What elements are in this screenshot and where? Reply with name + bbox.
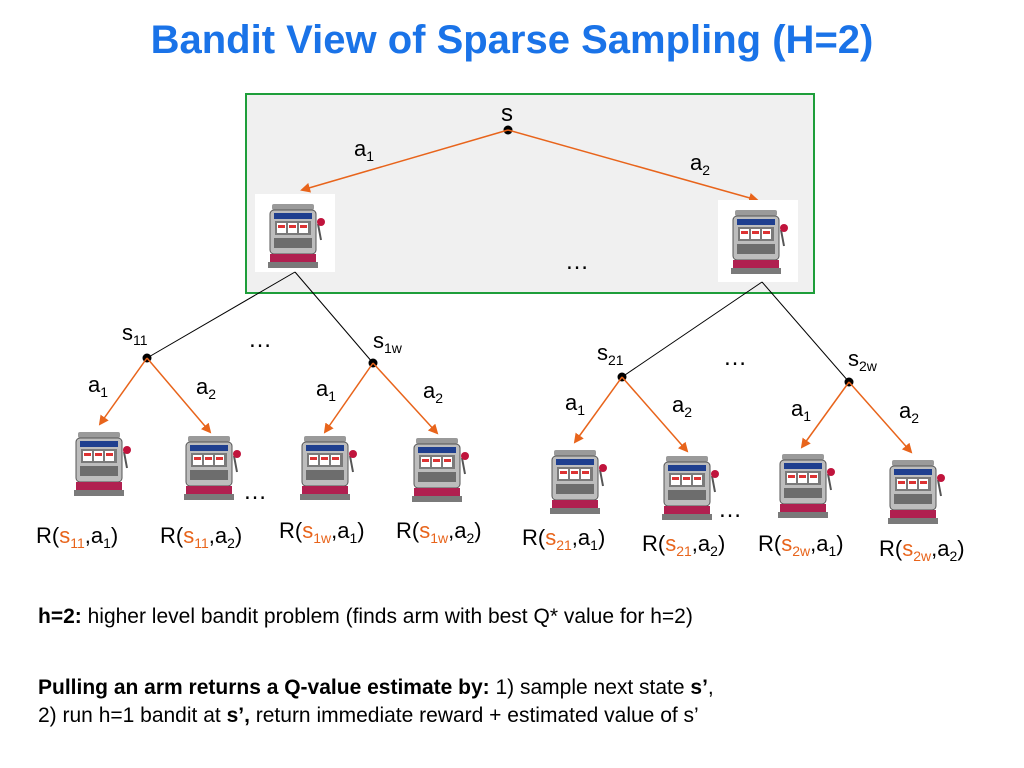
- action-label-a2: a2: [899, 398, 920, 426]
- state-label-s11: s11: [122, 320, 148, 348]
- s1w-arrow-a1: [323, 362, 374, 434]
- edge-to-s2w: [761, 281, 850, 383]
- reward-label: R(s11,a2): [160, 523, 243, 551]
- edge-to-s11: [146, 271, 296, 359]
- s2w-arrow-a1: [800, 381, 850, 449]
- slot-machine-icon: [549, 449, 608, 515]
- reward-label: R(s21,a2): [642, 531, 726, 559]
- ellipsis: …: [718, 496, 742, 523]
- ellipsis: …: [723, 344, 747, 371]
- slot-machine-icon: [183, 435, 242, 501]
- action-label-a2: a2: [672, 392, 693, 420]
- action-label-a1: a1: [565, 390, 586, 418]
- action-label-a2: a2: [423, 378, 444, 406]
- slot-machine-icon: [661, 455, 720, 521]
- root-action-a1-label: a1: [354, 136, 375, 164]
- reward-label: R(s1w,a2): [396, 518, 482, 546]
- root-arrow-a2: [507, 129, 759, 203]
- slot-machine-icon: [73, 431, 132, 497]
- reward-label: R(s11,a1): [36, 523, 119, 551]
- ellipsis: …: [243, 478, 267, 505]
- state-label-s2w: s2w: [848, 346, 877, 374]
- action-label-a1: a1: [88, 372, 109, 400]
- slot-machine-icon: [777, 453, 836, 519]
- s11-arrow-a2: [146, 357, 212, 434]
- root-action-a2-label: a2: [690, 150, 711, 178]
- state-label-s21: s21: [597, 340, 624, 368]
- ellipsis: …: [248, 326, 272, 353]
- s21-arrow-a1: [573, 376, 623, 444]
- action-label-a1: a1: [791, 396, 812, 424]
- root-state-label: s: [501, 100, 513, 127]
- action-label-a1: a1: [316, 376, 337, 404]
- slot-machine-icon: [299, 435, 358, 501]
- slot-machine-icon: [887, 459, 946, 525]
- s2w-arrow-a2: [848, 381, 913, 454]
- edge-to-s1w: [294, 271, 374, 364]
- state-label-s1w: s1w: [373, 328, 402, 356]
- slot-machine-icon: [411, 437, 470, 503]
- pull-arm-description: Pulling an arm returns a Q-value estimat…: [38, 676, 714, 699]
- root-arrow-a1: [300, 129, 509, 193]
- reward-label: R(s1w,a1): [279, 518, 365, 546]
- pull-arm-description-continued: 2) run h=1 bandit at s’, return immediat…: [38, 704, 699, 727]
- h2-description: h=2: higher level bandit problem (finds …: [38, 605, 693, 628]
- ellipsis: …: [565, 248, 589, 275]
- page-title: Bandit View of Sparse Sampling (H=2): [150, 18, 874, 62]
- reward-label: R(s2w,a2): [879, 536, 965, 564]
- edge-to-s21: [621, 281, 763, 378]
- s21-arrow-a2: [621, 376, 689, 453]
- s1w-arrow-a2: [372, 362, 439, 435]
- reward-label: R(s2w,a1): [758, 531, 844, 559]
- s11-arrow-a1: [98, 357, 148, 426]
- reward-label: R(s21,a1): [522, 525, 606, 553]
- action-label-a2: a2: [196, 374, 217, 402]
